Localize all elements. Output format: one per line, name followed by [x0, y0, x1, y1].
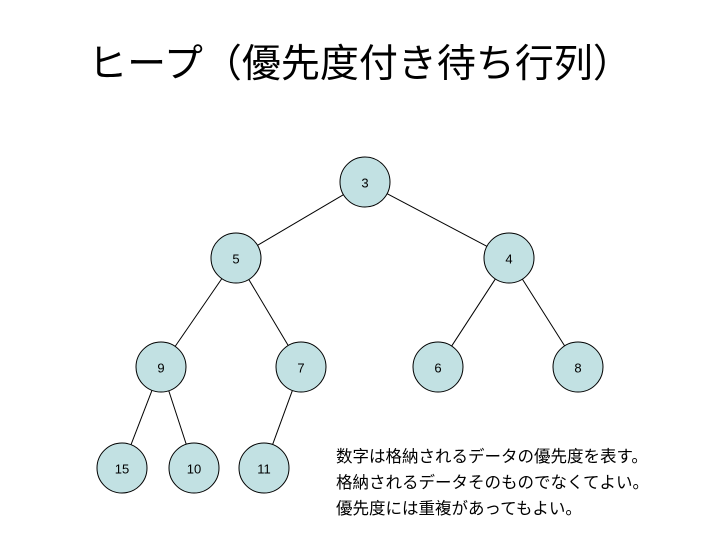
explanatory-note: 数字は格納されるデータの優先度を表す。格納されるデータそのものでなくてよい。優先… — [336, 444, 720, 522]
tree-node-label: 8 — [574, 361, 581, 376]
tree-edge — [174, 278, 223, 347]
tree-edge — [521, 278, 566, 347]
tree-edge — [257, 194, 344, 246]
tree-nodes-group: 3 5 4 9 7 6 8 15 10 11 — [96, 156, 604, 494]
page-title: ヒープ（優先度付き待ち行列） — [88, 42, 632, 87]
note-line: 格納されるデータそのものでなくてよい。 — [336, 473, 650, 492]
tree-node-circle — [483, 232, 535, 284]
tree-node[interactable]: 15 — [96, 442, 148, 494]
tree-edge — [272, 390, 293, 445]
tree-node-circle — [135, 341, 187, 393]
tree-node[interactable]: 10 — [168, 442, 220, 494]
tree-node-label: 4 — [505, 252, 512, 267]
note-line: 優先度には重複があってもよい。 — [336, 499, 582, 518]
tree-node[interactable]: 8 — [552, 341, 604, 393]
tree-node[interactable]: 6 — [412, 341, 464, 393]
tree-node-label: 7 — [297, 361, 304, 376]
note-line: 数字は格納されるデータの優先度を表す。 — [336, 447, 648, 466]
tree-node-label: 5 — [232, 252, 239, 267]
tree-node-circle — [552, 341, 604, 393]
tree-node[interactable]: 5 — [210, 232, 262, 284]
tree-node-label: 3 — [361, 176, 368, 191]
tree-edge — [386, 193, 488, 247]
tree-node[interactable]: 7 — [275, 341, 327, 393]
tree-edge — [168, 390, 187, 445]
tree-node-label: 15 — [115, 462, 129, 477]
tree-node[interactable]: 3 — [339, 156, 391, 208]
tree-node[interactable]: 4 — [483, 232, 535, 284]
tree-node-circle — [168, 442, 220, 494]
tree-node-label: 10 — [187, 462, 201, 477]
tree-node-circle — [210, 232, 262, 284]
tree-node-label: 6 — [434, 361, 441, 376]
tree-node-label: 11 — [257, 462, 271, 477]
tree-edge — [248, 279, 289, 346]
tree-node-circle — [412, 341, 464, 393]
tree-node-circle — [275, 341, 327, 393]
tree-node-circle — [96, 442, 148, 494]
tree-edge — [451, 278, 496, 347]
tree-node[interactable]: 9 — [135, 341, 187, 393]
tree-node[interactable]: 11 — [238, 442, 290, 494]
tree-node-circle — [339, 156, 391, 208]
tree-edge — [130, 390, 153, 445]
tree-node-circle — [238, 442, 290, 494]
tree-node-label: 9 — [157, 361, 164, 376]
tree-edges-group — [130, 193, 566, 445]
